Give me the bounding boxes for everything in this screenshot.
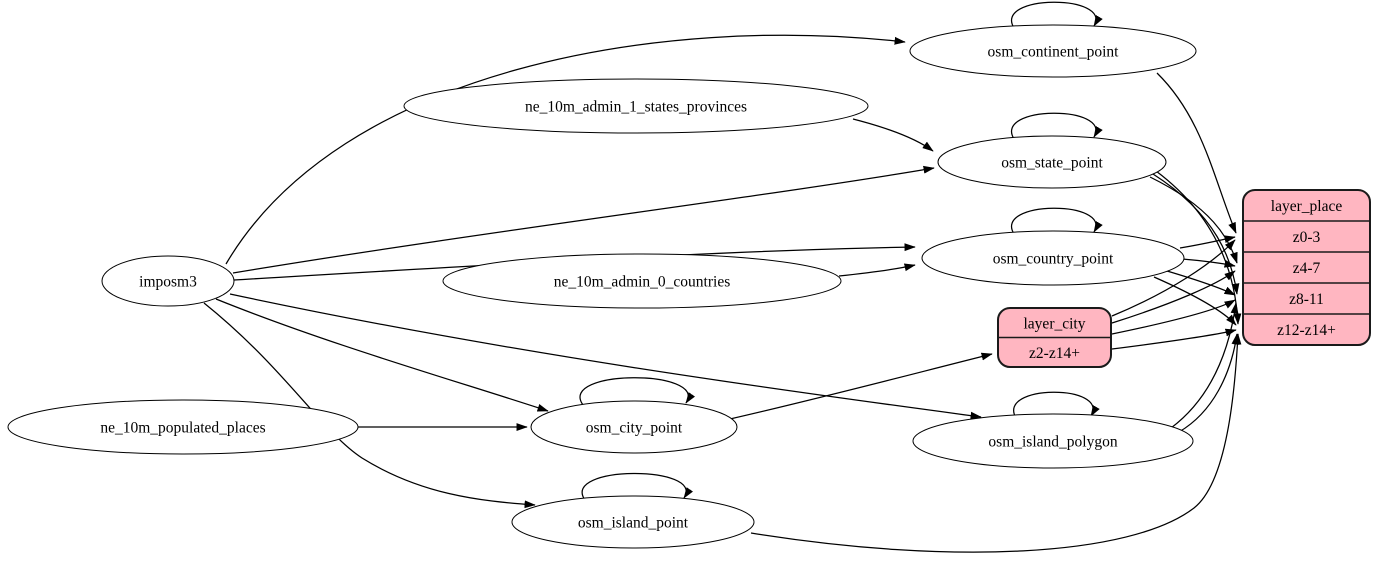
node-shape-osm_island_point bbox=[511, 495, 755, 549]
record-layer: layer_city z2-z14+ layer_place z0-3 z4-7 z8-1… bbox=[997, 189, 1371, 368]
node-osm_continent_point: osm_continent_point bbox=[909, 24, 1197, 78]
node-osm_island_point: osm_island_point bbox=[511, 495, 755, 549]
edge-osm_island_polygon-to-osm_island_polygon bbox=[1013, 391, 1100, 419]
node-label-imposm3: imposm3 bbox=[139, 274, 197, 291]
node-osm_city_point: osm_city_point bbox=[530, 400, 738, 454]
edge-ne_10m_admin_0_countries-to-osm_country_point bbox=[838, 263, 916, 277]
record-row-layer_place-z4-7: z4-7 bbox=[1293, 260, 1321, 277]
record-box-layer_place bbox=[1242, 189, 1371, 346]
record-row-layer_place-z8-11: z8-11 bbox=[1289, 291, 1324, 308]
node-shape-ne_10m_admin_0_countries bbox=[442, 253, 842, 309]
node-osm_island_polygon: osm_island_polygon bbox=[912, 413, 1194, 469]
edge-osm_state_point-to-osm_state_point bbox=[1010, 112, 1103, 140]
record-layer_city: layer_city z2-z14+ bbox=[997, 307, 1112, 368]
edge-osm_country_point-to-layer_place-z8-11 bbox=[1166, 270, 1236, 296]
node-label-osm_state_point: osm_state_point bbox=[1001, 155, 1103, 172]
node-label-ne_10m_admin_0_countries: ne_10m_admin_0_countries bbox=[554, 274, 731, 291]
edge-osm_island_polygon-to-layer_place-z8-11 bbox=[1170, 302, 1239, 429]
node-label-osm_country_point: osm_country_point bbox=[993, 251, 1114, 268]
record-row-layer_place-z12-z14+: z12-z14+ bbox=[1277, 322, 1336, 339]
record-row-layer_city-z2-z14+: z2-z14+ bbox=[1029, 345, 1080, 362]
record-title-layer_city: layer_city bbox=[1024, 315, 1086, 332]
edge-osm_state_point-to-layer_place-z4-7 bbox=[1149, 176, 1238, 264]
edge-imposm3-to-osm_city_point bbox=[215, 298, 549, 412]
edge-osm_island_polygon-to-layer_place-z12-z14+ bbox=[1178, 333, 1240, 433]
edge-imposm3-to-osm_island_polygon bbox=[229, 293, 982, 420]
edge-osm_country_point-to-layer_place-z4-7 bbox=[1181, 258, 1236, 268]
edge-ne_10m_admin_1_states_provinces-to-osm_state_point bbox=[852, 118, 934, 152]
node-shape-ne_10m_admin_1_states_provinces bbox=[403, 78, 869, 134]
edge-imposm3-to-osm_state_point bbox=[232, 165, 935, 274]
record-title-layer_place: layer_place bbox=[1271, 198, 1343, 215]
node-ne_10m_admin_1_states_provinces: ne_10m_admin_1_states_provinces bbox=[403, 78, 869, 134]
edge-osm_city_point-to-osm_city_point bbox=[579, 377, 696, 406]
edge-layer_city-to-layer_place-z8-11 bbox=[1111, 299, 1236, 335]
edge-layer bbox=[203, 1, 1242, 553]
node-label-osm_island_polygon: osm_island_polygon bbox=[988, 434, 1117, 451]
node-shape-osm_state_point bbox=[937, 135, 1167, 189]
node-label-osm_city_point: osm_city_point bbox=[586, 420, 683, 437]
edge-osm_country_point-to-layer_place-z12-z14+ bbox=[1153, 276, 1237, 326]
node-osm_state_point: osm_state_point bbox=[937, 135, 1167, 189]
node-label-osm_island_point: osm_island_point bbox=[578, 515, 689, 532]
node-shape-ne_10m_populated_places bbox=[7, 399, 359, 455]
edge-layer_city-to-layer_place-z0-3 bbox=[1111, 239, 1236, 317]
edge-osm_state_point-to-layer_place-z8-11 bbox=[1152, 173, 1240, 295]
node-shape-osm_country_point bbox=[921, 230, 1185, 286]
edge-osm_country_point-to-osm_country_point bbox=[1010, 207, 1103, 235]
record-layer_place: layer_place z0-3 z4-7 z8-11 z12-z14+ bbox=[1242, 189, 1371, 346]
edge-layer_city-to-layer_place-z12-z14+ bbox=[1111, 328, 1237, 350]
edge-imposm3-to-osm_island_point bbox=[203, 302, 536, 509]
edge-layer_city-to-layer_place-z4-7 bbox=[1111, 270, 1236, 324]
edge-osm_continent_point-to-layer_place-z0-3 bbox=[1156, 72, 1237, 234]
node-label-ne_10m_admin_1_states_provinces: ne_10m_admin_1_states_provinces bbox=[525, 99, 747, 116]
node-osm_country_point: osm_country_point bbox=[921, 230, 1185, 286]
node-shape-imposm3 bbox=[101, 255, 235, 307]
node-shape-osm_island_polygon bbox=[912, 413, 1194, 469]
node-ne_10m_admin_0_countries: ne_10m_admin_0_countries bbox=[442, 253, 842, 309]
node-imposm3: imposm3 bbox=[101, 255, 235, 307]
edge-osm_island_point-to-osm_island_point bbox=[581, 472, 694, 501]
edge-osm_continent_point-to-osm_continent_point bbox=[1010, 1, 1103, 29]
edge-osm_country_point-to-layer_place-z0-3 bbox=[1179, 235, 1236, 249]
node-label-osm_continent_point: osm_continent_point bbox=[988, 44, 1120, 61]
node-label-ne_10m_populated_places: ne_10m_populated_places bbox=[100, 420, 265, 437]
node-shape-osm_city_point bbox=[530, 400, 738, 454]
edge-osm_island_point-to-layer_place-z12-z14+ bbox=[750, 333, 1242, 553]
record-row-layer_place-z0-3: z0-3 bbox=[1293, 229, 1321, 246]
node-layer: imposm3 ne_10m_populated_places ne_10m_adm… bbox=[7, 24, 1197, 549]
edge-osm_city_point-to-layer_city-z2-z14+ bbox=[729, 352, 993, 420]
node-shape-osm_continent_point bbox=[909, 24, 1197, 78]
edge-imposm3-to-osm_continent_point bbox=[225, 34, 906, 265]
node-ne_10m_populated_places: ne_10m_populated_places bbox=[7, 399, 359, 455]
